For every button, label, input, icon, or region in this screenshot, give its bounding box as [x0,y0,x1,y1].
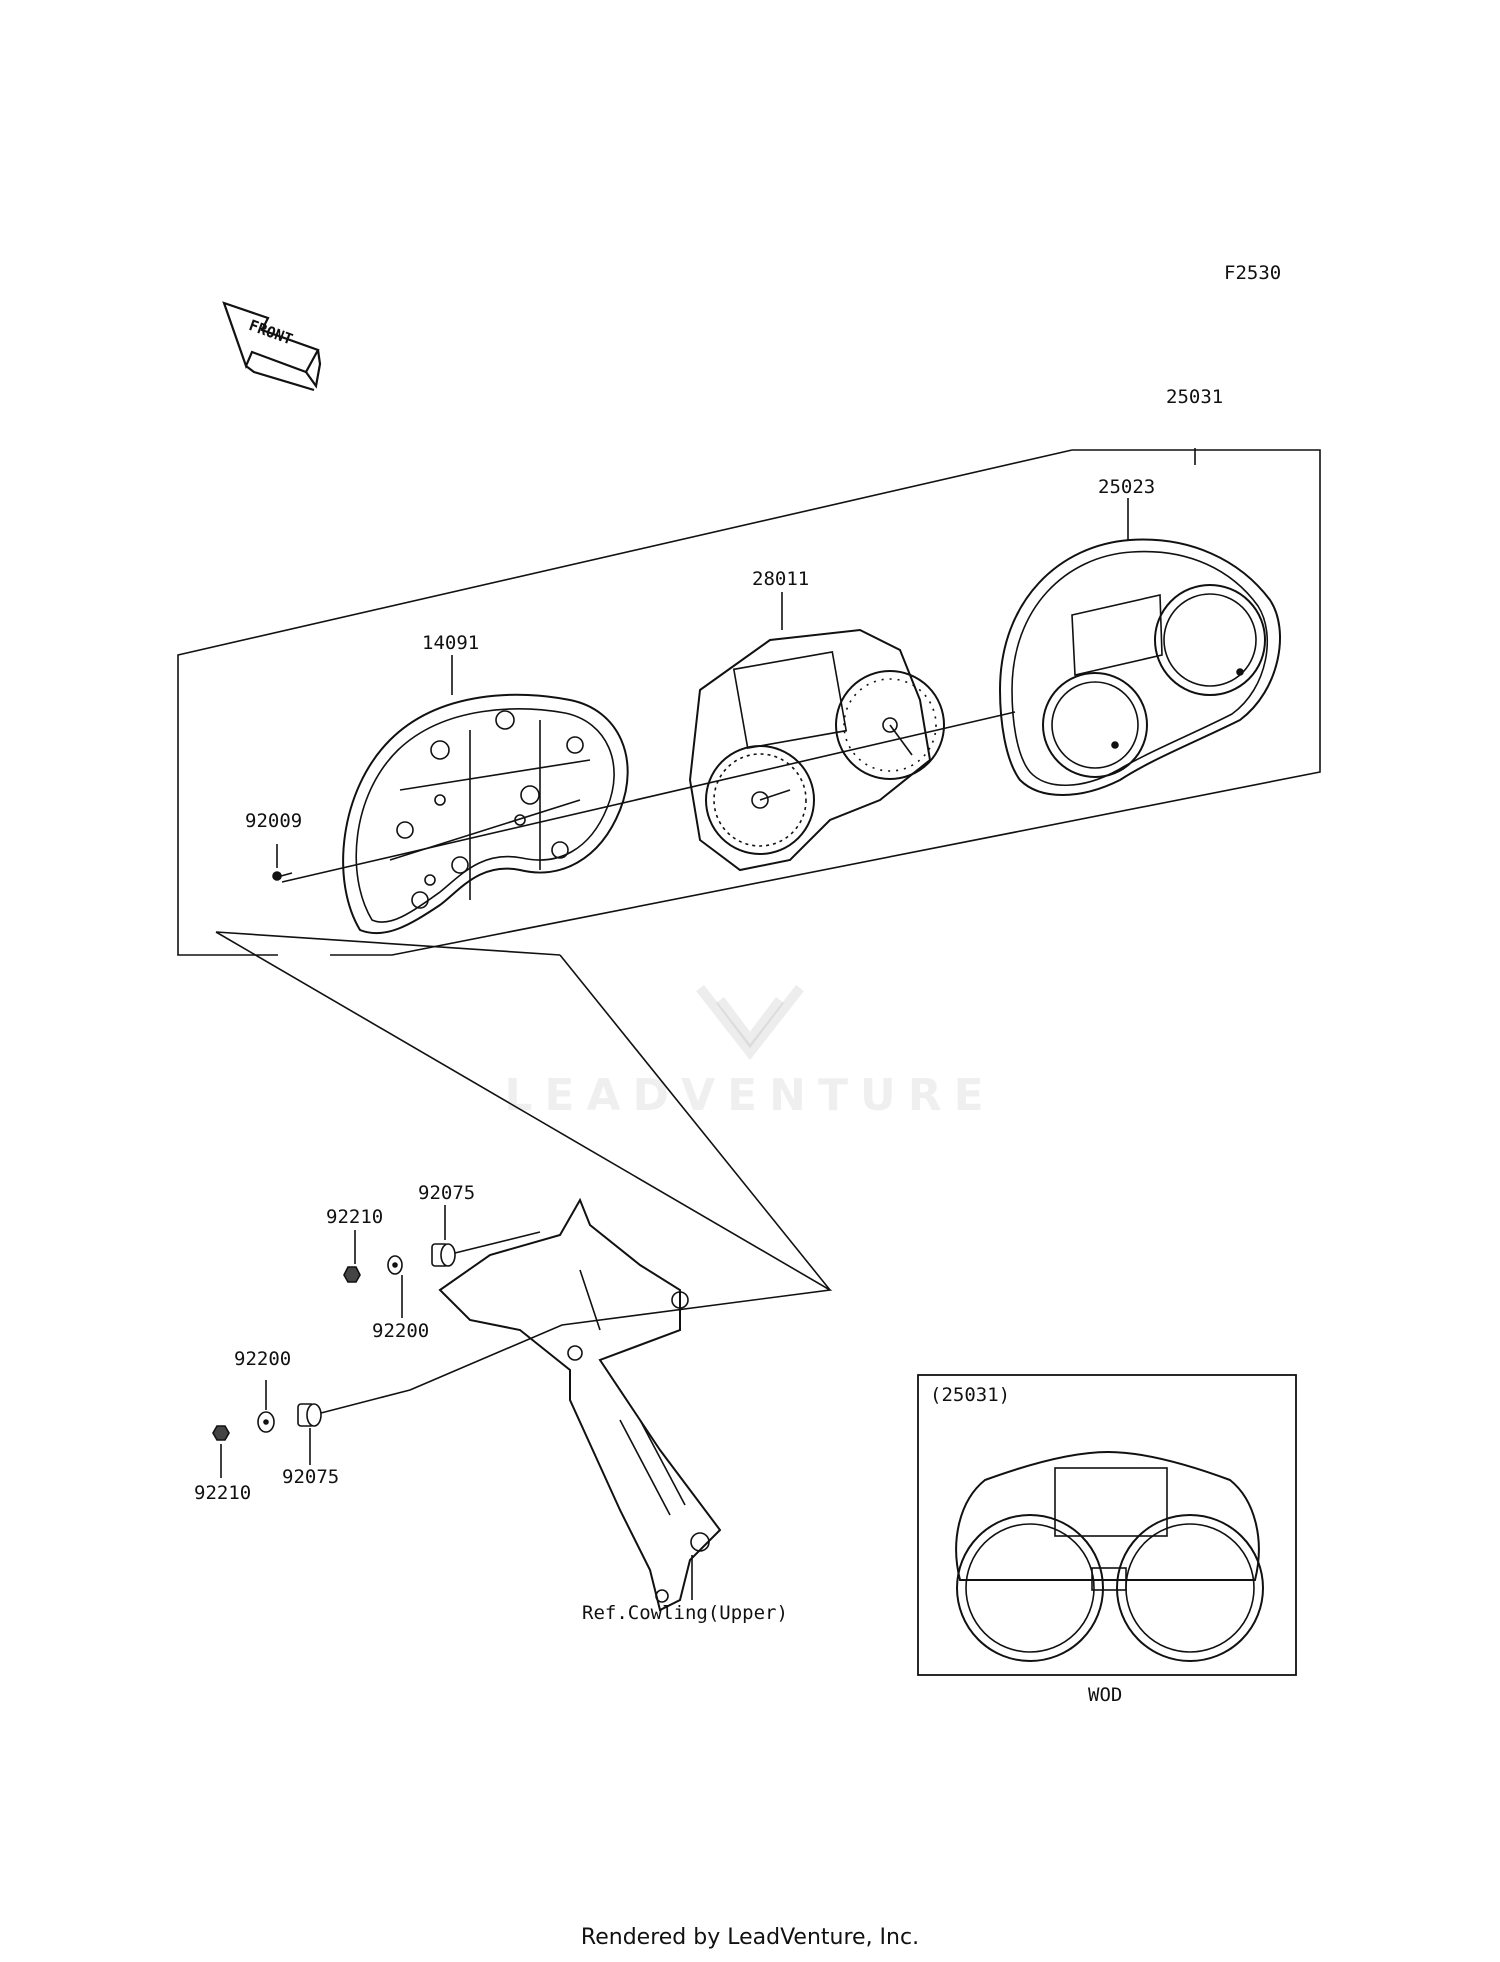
screw-part [272,844,293,881]
mounting-stay-part [438,1197,722,1612]
label-14091: 14091 [422,632,480,654]
label-92075-lower: 92075 [282,1466,340,1488]
inset-caption: WOD [1088,1684,1123,1706]
reference-label: Ref.Cowling(Upper) [582,1602,788,1624]
front-arrow-icon [222,301,322,392]
watermark-text: LEADVENTURE [504,1070,996,1121]
perspective-lines [215,931,833,1391]
damper-lower-part [297,1389,411,1465]
label-92210-lower: 92210 [194,1482,252,1504]
label-28011: 28011 [752,568,810,590]
label-25023: 25023 [1098,476,1156,498]
watermark-logo-icon [696,984,804,1061]
nut-upper-part [343,1230,361,1283]
label-92200-upper: 92200 [372,1320,430,1342]
label-92009: 92009 [245,810,303,832]
label-92200-lower: 92200 [234,1348,292,1370]
washer-upper-part [387,1255,403,1318]
label-25031: 25031 [1166,386,1224,408]
label-92075-upper: 92075 [418,1182,476,1204]
washer-lower-part [257,1380,275,1433]
nut-lower-part [212,1425,230,1478]
upper-case-part [998,538,1281,796]
damper-upper-part [431,1205,541,1267]
inset-label: (25031) [930,1384,1011,1406]
axis-line [281,711,1016,883]
assembly-bracket-lines [177,448,1321,956]
footer-text: Rendered by LeadVenture, Inc. [580,1925,920,1950]
meter-unit-part [688,628,945,872]
figure-code: F2530 [1224,262,1282,284]
inset-box [917,1374,1297,1676]
lower-case-part [342,693,629,935]
label-92210-upper: 92210 [326,1206,384,1228]
